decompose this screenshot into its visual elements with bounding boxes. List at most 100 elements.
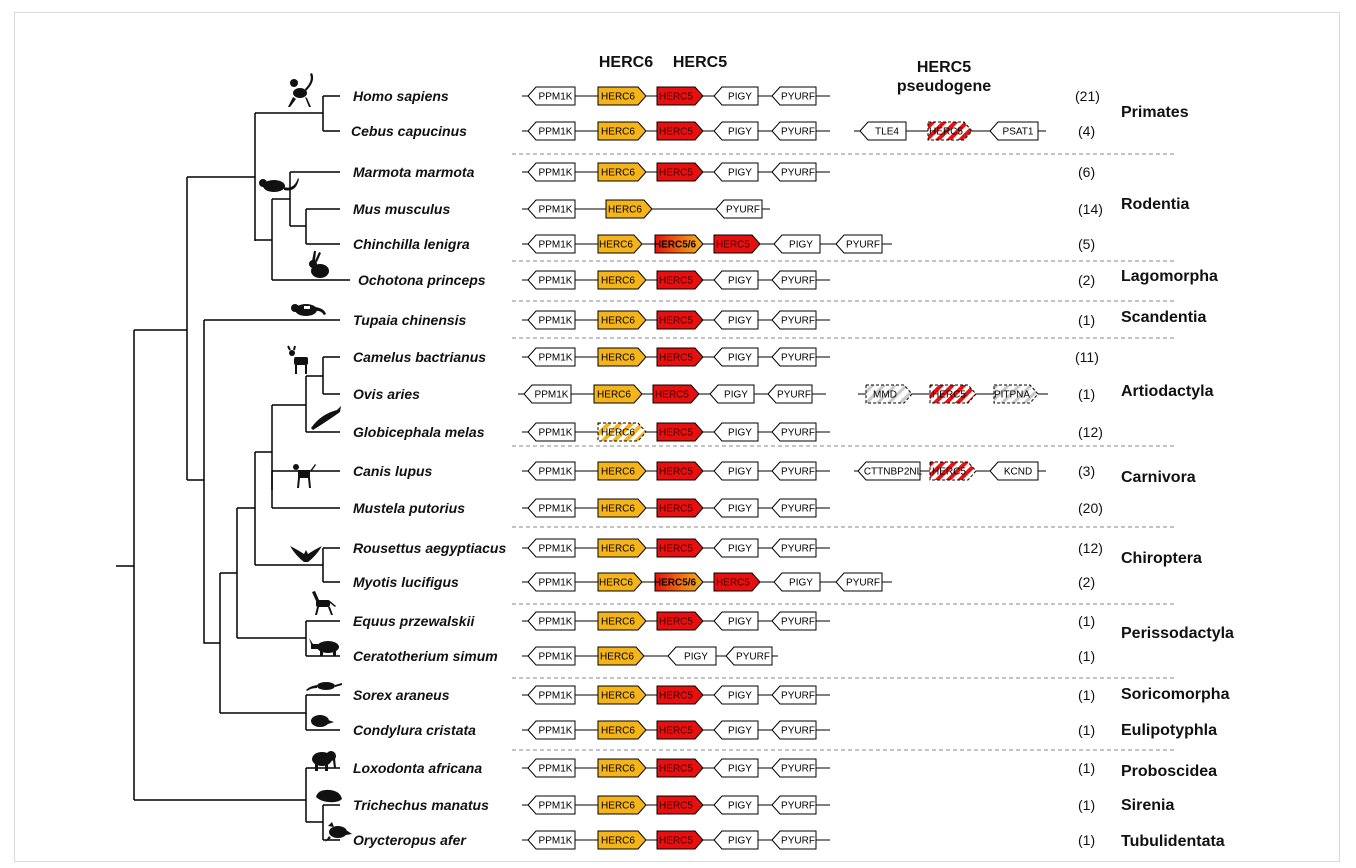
clade-dividers — [512, 153, 1176, 751]
gene-pigy — [713, 461, 759, 481]
species-name: Rousettus aegyptiacus — [353, 540, 506, 556]
genome-count: (12) — [1078, 424, 1103, 440]
gene-label: HERC6 — [600, 652, 634, 663]
gene-label: PYURF — [781, 127, 815, 138]
genome-count: (12) — [1078, 540, 1103, 556]
gene-pigy — [713, 758, 759, 778]
gene-label: PPM1K — [539, 276, 573, 287]
species-name: Camelus bactrianus — [353, 349, 486, 365]
gene-herc5-6 — [654, 572, 704, 592]
gene-herc6 — [597, 234, 643, 254]
pseudogene-herc5 — [929, 384, 977, 404]
genome-count: (1) — [1078, 613, 1095, 629]
gene-label: PPM1K — [539, 205, 573, 216]
gene-pyurf — [771, 162, 817, 182]
gene-label: PIGY — [728, 467, 752, 478]
gene-label: PYURF — [781, 801, 815, 812]
gene-label: PYURF — [781, 504, 815, 515]
gene-ppm1k — [527, 234, 576, 254]
order-artiodactyla: Artiodactyla — [1121, 383, 1214, 400]
gene-ppm1k — [527, 795, 576, 815]
gene-label: PPM1K — [539, 504, 573, 515]
gene-pigy — [773, 234, 821, 254]
header-pseudogene-line1: HERC5 — [917, 59, 971, 76]
treeshrew-icon — [291, 304, 326, 316]
gene-pyurf — [771, 498, 817, 518]
species-name: Ovis aries — [353, 386, 420, 402]
gene-label: PPM1K — [539, 801, 573, 812]
gene-pyurf — [771, 347, 817, 367]
gene-pyurf — [771, 461, 817, 481]
gene-ppm1k — [527, 758, 576, 778]
gene-ppm1k — [527, 86, 576, 106]
gene-label: PIGY — [728, 428, 752, 439]
species-name: Myotis lucifigus — [353, 574, 459, 590]
gene-label: PYURF — [781, 726, 815, 737]
gene-ppm1k — [527, 270, 576, 290]
species-name: Chinchilla lenigra — [353, 236, 470, 252]
gene-pyurf — [771, 422, 817, 442]
gene-pigy — [713, 720, 759, 740]
gene-herc5-6 — [654, 234, 704, 254]
gene-herc6 — [597, 162, 647, 182]
gene-label: HERC6 — [601, 353, 635, 364]
gene-pigy — [713, 270, 759, 290]
gene-label: HERC5 — [659, 764, 693, 775]
gene-ppm1k — [523, 384, 572, 404]
gene-label: HERC6 — [601, 92, 635, 103]
gene-label: PPM1K — [539, 726, 573, 737]
gene-pyurf — [767, 384, 813, 404]
species-name: Mus musculus — [353, 201, 450, 217]
genome-count: (1) — [1078, 386, 1095, 402]
gene-label: PYURF — [736, 652, 770, 663]
species-name: Sorex araneus — [353, 687, 450, 703]
gene-herc6 — [597, 498, 647, 518]
gene-ppm1k — [527, 572, 576, 592]
gene-label: HERC6 — [601, 127, 635, 138]
gene-herc5 — [656, 86, 704, 106]
species-name: Globicephala melas — [353, 424, 485, 440]
species-name: Ochotona princeps — [358, 272, 486, 288]
gene-label: PPM1K — [539, 127, 573, 138]
gene-label: HERC5/6 — [654, 240, 697, 251]
gene-herc5 — [656, 720, 704, 740]
gene-herc5 — [656, 121, 704, 141]
pseudogene-label: TLE4 — [875, 127, 899, 138]
gene-label: PIGY — [728, 316, 752, 327]
gene-label: HERC5 — [659, 127, 693, 138]
pseudogene-label: HERC5 — [932, 467, 966, 478]
gene-herc5 — [656, 461, 704, 481]
gene-pyurf — [771, 310, 817, 330]
gene-label: HERC6 — [601, 428, 635, 439]
gene-label: PYURF — [781, 764, 815, 775]
pseudogene-label: PSAT1 — [1003, 127, 1034, 138]
order-rodentia: Rodentia — [1121, 196, 1190, 213]
species-name: Marmota marmota — [353, 164, 475, 180]
gene-label: HERC5 — [659, 467, 693, 478]
gene-label: PPM1K — [539, 691, 573, 702]
gene-herc6 — [605, 199, 653, 219]
gene-ppm1k — [527, 199, 576, 219]
gene-label: PIGY — [789, 578, 813, 589]
gene-pigy — [713, 538, 759, 558]
mole-icon — [311, 715, 334, 727]
gene-herc5 — [652, 384, 700, 404]
gene-label: PPM1K — [539, 652, 573, 663]
gene-label: HERC5 — [659, 726, 693, 737]
gene-ppm1k — [527, 310, 576, 330]
phylogenetic-tree — [116, 95, 350, 841]
pseudogene-pitpna — [993, 384, 1039, 404]
genome-count: (14) — [1078, 201, 1103, 217]
gene-label: HERC5 — [659, 92, 693, 103]
gene-label: HERC5 — [659, 276, 693, 287]
pseudogene-label: CTTNBP2NL — [864, 467, 923, 478]
gene-ppm1k — [527, 646, 576, 666]
gene-label: PYURF — [781, 691, 815, 702]
